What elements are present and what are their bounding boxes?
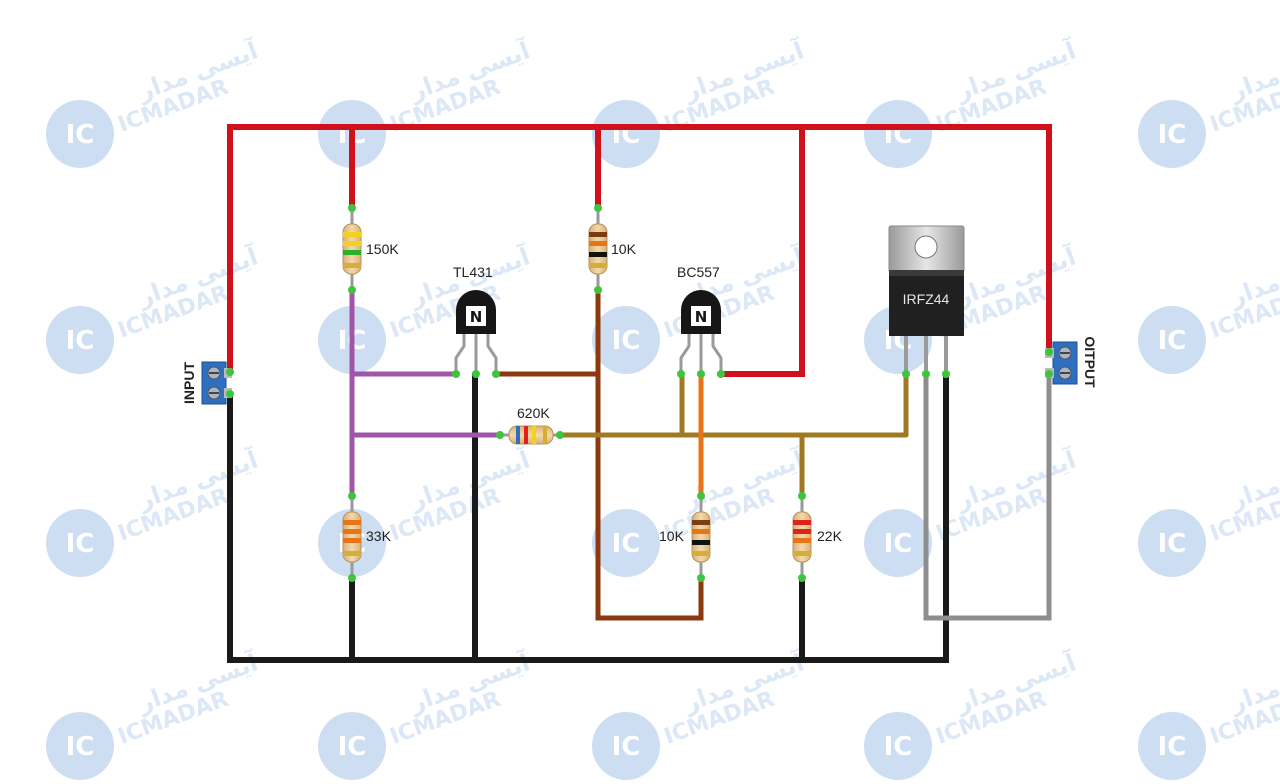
watermark-logo-text: IC xyxy=(884,529,913,559)
input-terminal-label: INPUT xyxy=(181,362,197,404)
pin-dot xyxy=(348,574,356,582)
pin-dot xyxy=(594,204,602,212)
pin-dots xyxy=(226,204,1053,582)
watermark-logo-text: IC xyxy=(1158,732,1187,762)
pin-dot xyxy=(496,431,504,439)
pin-dot xyxy=(594,286,602,294)
watermark-logo-icon xyxy=(864,509,932,577)
resistor-r3[interactable] xyxy=(500,425,560,445)
pin-dot xyxy=(697,574,705,582)
pin-dot xyxy=(226,368,234,376)
resistor-r3-value: 620K xyxy=(517,405,550,421)
watermark-logo-text: IC xyxy=(338,732,367,762)
output-return-wire xyxy=(923,371,1052,621)
watermark-logo-icon xyxy=(46,100,114,168)
watermark-logo-text: IC xyxy=(1158,326,1187,356)
watermark-logo-icon xyxy=(1138,509,1206,577)
watermark-logo-text: IC xyxy=(66,120,95,150)
pin-dot xyxy=(492,370,500,378)
watermark-logo-icon xyxy=(864,100,932,168)
pin-dot xyxy=(798,492,806,500)
watermark-logo-text: IC xyxy=(1158,529,1187,559)
pin-dot xyxy=(697,370,705,378)
gate-drive-wire xyxy=(557,371,909,499)
watermark-logo-icon xyxy=(864,712,932,780)
resistor-r2-value: 10K xyxy=(611,241,637,257)
watermark-logo-icon xyxy=(318,712,386,780)
brown-wire xyxy=(493,287,704,621)
pin-dot xyxy=(942,370,950,378)
watermark-logo-text: IC xyxy=(612,732,641,762)
resistor-r5-value: 10K xyxy=(659,528,685,544)
pin-dot xyxy=(902,370,910,378)
resistor-r4[interactable] xyxy=(342,496,362,578)
watermark-logo-icon xyxy=(592,509,660,577)
pin-dot xyxy=(717,370,725,378)
divider-node-wire xyxy=(349,287,503,499)
pin-dot xyxy=(556,431,564,439)
transistor-q1-label: TL431 xyxy=(453,264,493,280)
transistor-q2-label: BC557 xyxy=(677,264,720,280)
resistor-r1-value: 150K xyxy=(366,241,399,257)
resistor-r1[interactable] xyxy=(342,208,362,290)
transistor-q2-marking: N xyxy=(695,308,708,326)
watermark-logo-text: IC xyxy=(66,326,95,356)
watermark-logo-icon xyxy=(46,509,114,577)
resistor-r6[interactable] xyxy=(792,496,812,578)
pin-dot xyxy=(798,574,806,582)
watermark-logo-text: IC xyxy=(884,732,913,762)
pin-dot xyxy=(697,492,705,500)
watermark-logo-icon xyxy=(592,100,660,168)
resistor-r5[interactable] xyxy=(691,496,711,578)
watermark-logo-icon xyxy=(592,712,660,780)
watermark-logo-icon xyxy=(1138,712,1206,780)
watermark-logo-icon xyxy=(46,306,114,374)
watermark-logo-text: IC xyxy=(612,529,641,559)
transistor-q1-marking: N xyxy=(470,308,483,326)
pin-dot xyxy=(1045,348,1053,356)
watermark-logo-icon xyxy=(592,306,660,374)
resistor-r4-value: 33K xyxy=(366,528,392,544)
watermark-logo-text: IC xyxy=(66,732,95,762)
pin-dot xyxy=(1045,370,1053,378)
pin-dot xyxy=(348,204,356,212)
watermark-logo-text: IC xyxy=(1158,120,1187,150)
output-terminal-label: OITPUT xyxy=(1082,336,1098,388)
resistor-r6-value: 22K xyxy=(817,528,843,544)
pin-dot xyxy=(348,492,356,500)
mosfet-q3[interactable]: IRFZ44 xyxy=(888,225,965,374)
pin-dot xyxy=(472,370,480,378)
ground-rail-wire xyxy=(227,371,949,663)
watermark-logo-text: IC xyxy=(66,529,95,559)
resistor-r2[interactable] xyxy=(588,208,608,290)
input-terminal-block[interactable] xyxy=(201,361,232,405)
watermark-logo-icon xyxy=(46,712,114,780)
watermark-logo-text: IC xyxy=(612,326,641,356)
watermark-logo-icon xyxy=(1138,100,1206,168)
wires xyxy=(227,124,1052,663)
pin-dot xyxy=(452,370,460,378)
pin-dot xyxy=(922,370,930,378)
pin-dot xyxy=(677,370,685,378)
transistor-q1[interactable]: N xyxy=(454,290,498,374)
positive-rail-wire xyxy=(227,124,1052,377)
transistor-q2[interactable]: N xyxy=(679,290,723,374)
pin-dot xyxy=(348,286,356,294)
pin-dot xyxy=(226,390,234,398)
watermark-logo-icon xyxy=(1138,306,1206,374)
mosfet-q3-label: IRFZ44 xyxy=(903,291,950,307)
